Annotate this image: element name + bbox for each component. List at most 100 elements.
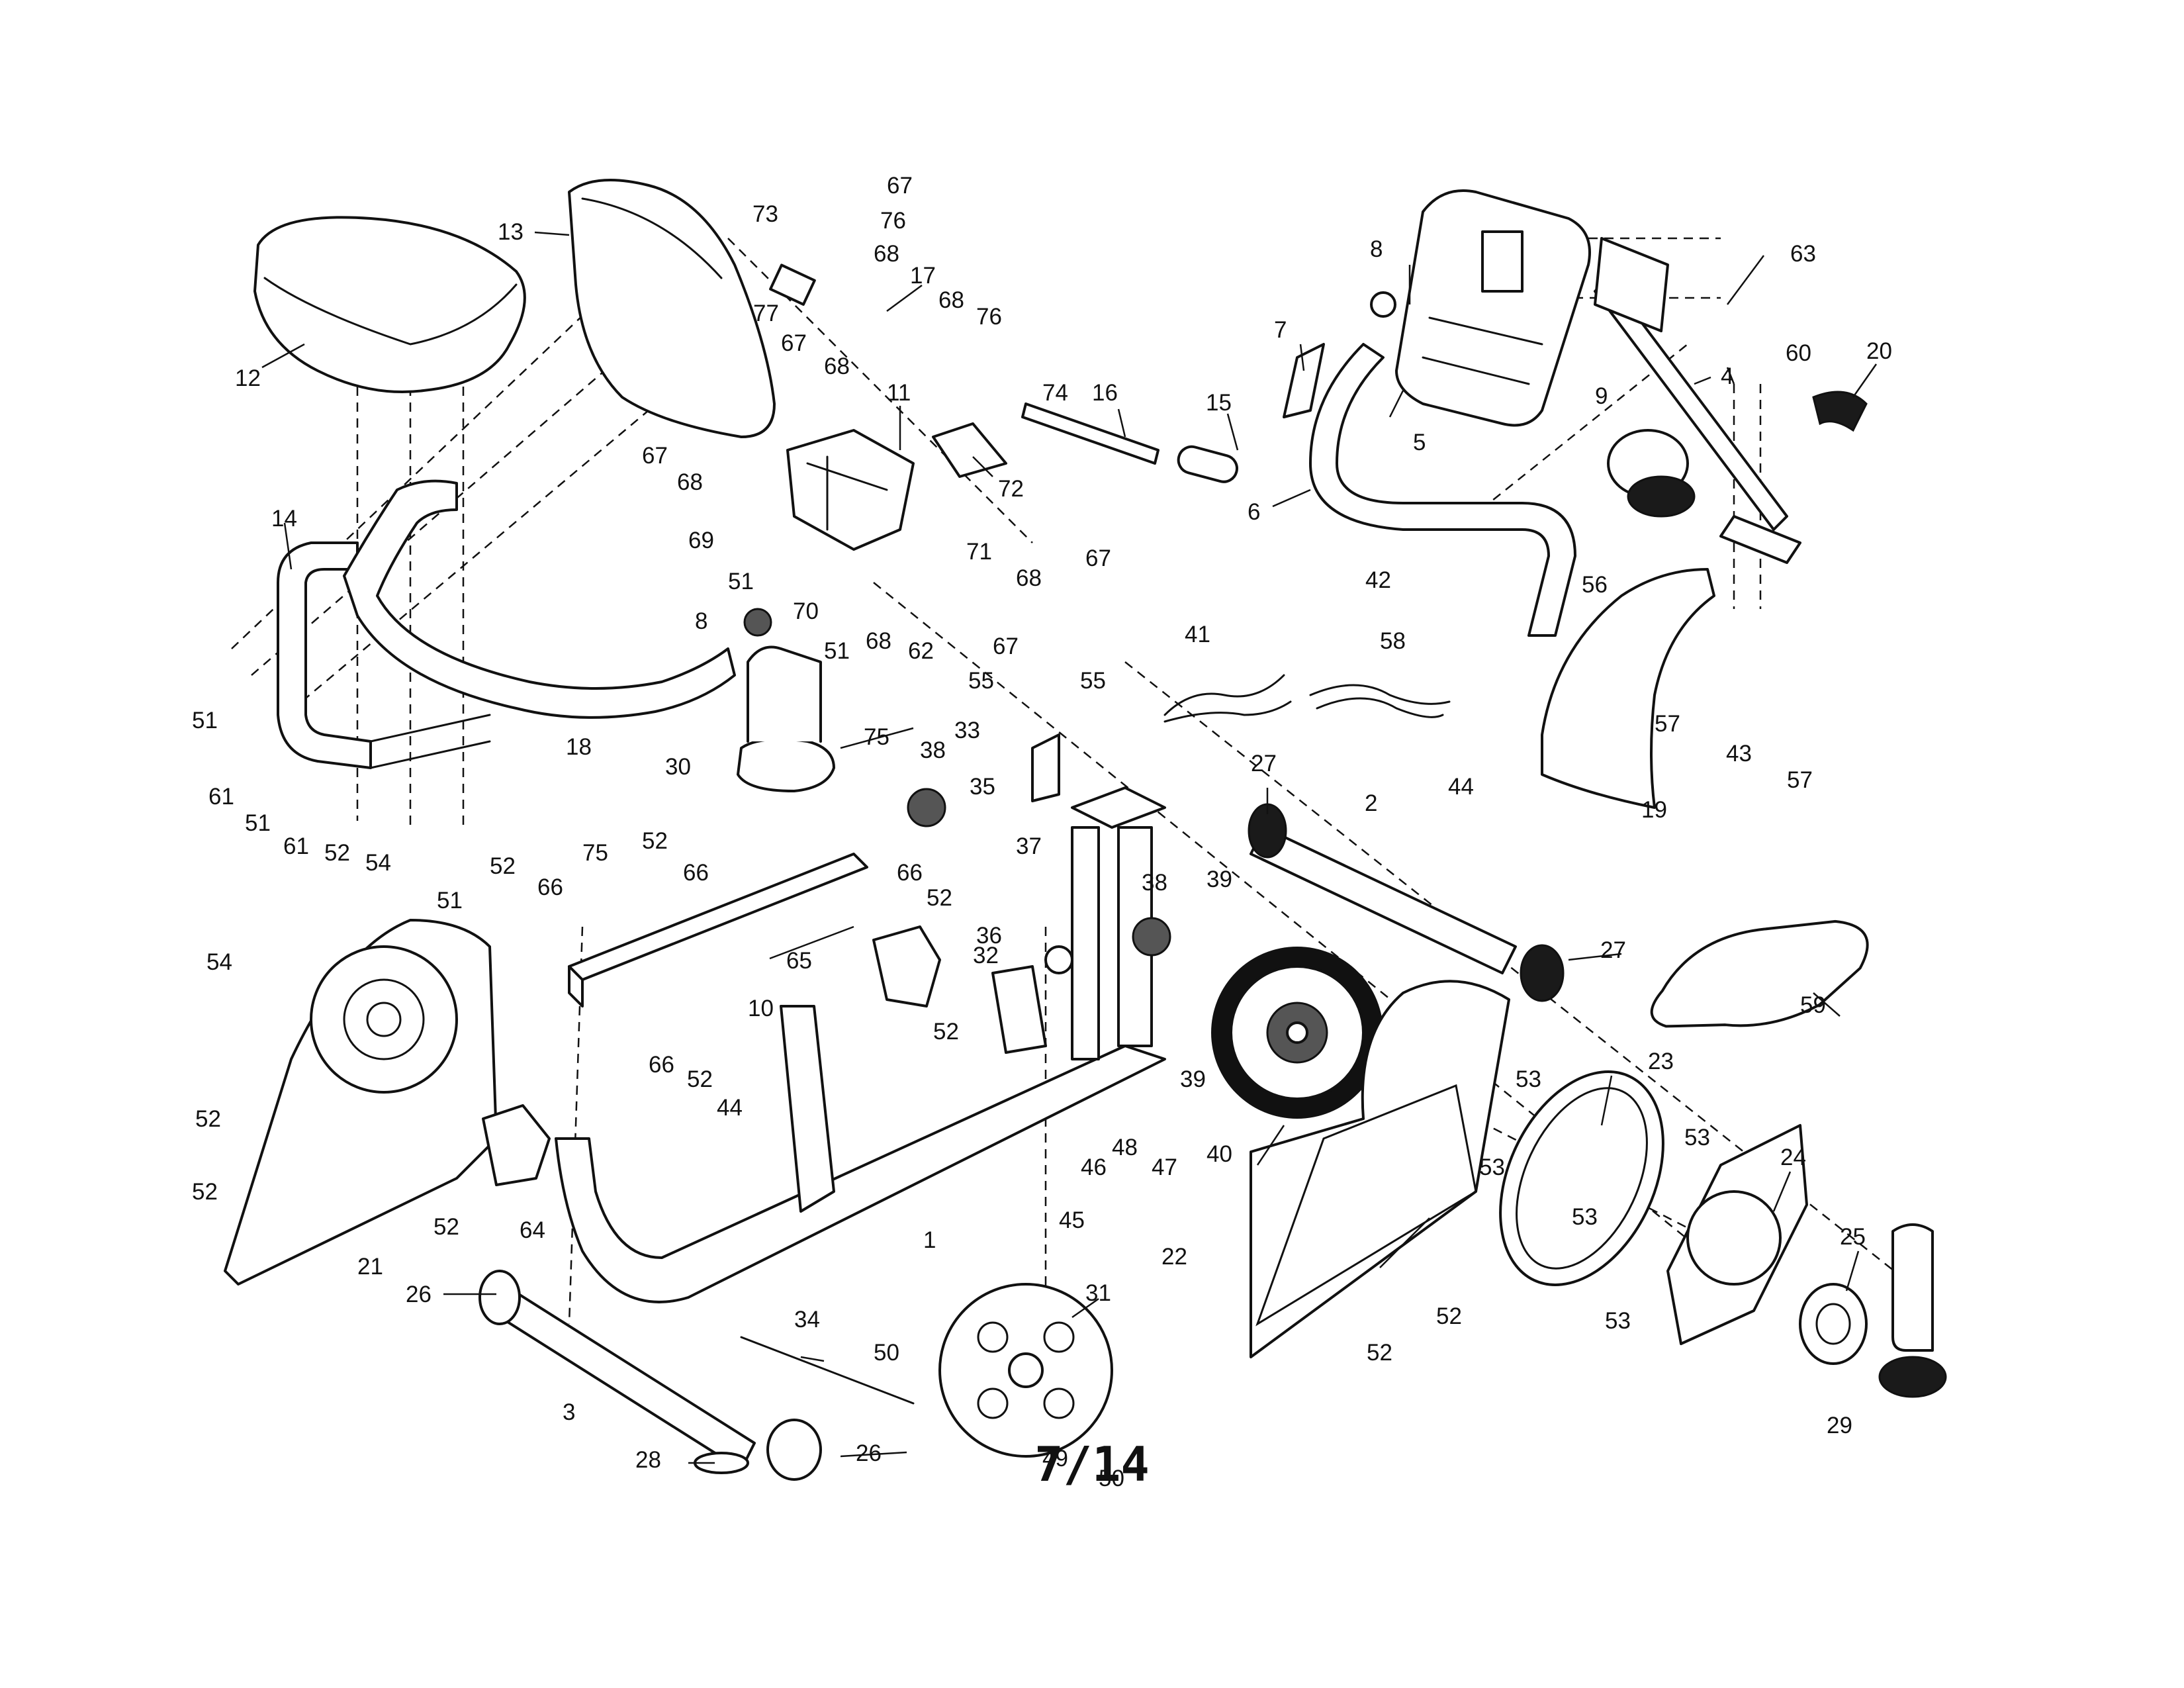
callout-9: 9 bbox=[1595, 383, 1608, 409]
callout-21: 21 bbox=[357, 1254, 383, 1280]
callout-24: 24 bbox=[1780, 1145, 1806, 1170]
page-number: 7/14 bbox=[1034, 1436, 1150, 1492]
callout-7: 7 bbox=[1274, 317, 1287, 343]
pad-72 bbox=[932, 422, 1007, 478]
callout-13: 13 bbox=[498, 219, 523, 245]
callout-leaders bbox=[261, 231, 1878, 1464]
nut-8 bbox=[743, 291, 1396, 637]
callout-51-e: 51 bbox=[824, 638, 850, 664]
callout-69: 69 bbox=[688, 528, 714, 553]
callout-55-right: 55 bbox=[1080, 668, 1106, 694]
callout-8-console: 8 bbox=[1370, 236, 1383, 262]
rear-stabilizer bbox=[478, 1270, 822, 1481]
seat-cushion bbox=[253, 216, 526, 393]
callout-5: 5 bbox=[1413, 430, 1426, 455]
callout-33: 33 bbox=[954, 718, 980, 743]
callout-26-right: 26 bbox=[856, 1440, 882, 1466]
bottle-holder bbox=[1607, 429, 1696, 518]
callout-17: 17 bbox=[910, 263, 936, 289]
front-stabilizer bbox=[1248, 803, 1565, 1002]
seat-backrest bbox=[568, 179, 776, 438]
callout-38-right: 38 bbox=[1142, 870, 1167, 896]
callout-74: 74 bbox=[1042, 380, 1068, 406]
callout-68-d: 68 bbox=[677, 469, 703, 495]
callout-61-b: 61 bbox=[283, 833, 309, 859]
callout-18: 18 bbox=[566, 734, 592, 760]
callout-46: 46 bbox=[1081, 1154, 1107, 1180]
callout-32: 32 bbox=[973, 943, 999, 968]
callout-58: 58 bbox=[1380, 628, 1406, 654]
callout-29: 29 bbox=[1827, 1413, 1852, 1438]
handlebar bbox=[1309, 343, 1576, 637]
callout-66-d: 66 bbox=[649, 1052, 674, 1078]
callout-73: 73 bbox=[752, 201, 778, 227]
callout-42: 42 bbox=[1365, 567, 1391, 593]
callout-66-a: 66 bbox=[683, 860, 709, 886]
callout-54-left: 54 bbox=[206, 949, 232, 975]
callout-67-d: 67 bbox=[1085, 545, 1111, 571]
wire-harnesses bbox=[1163, 674, 1451, 723]
callout-15: 15 bbox=[1206, 390, 1232, 416]
callout-55-left: 55 bbox=[968, 668, 994, 694]
callout-20: 20 bbox=[1866, 338, 1892, 364]
callout-75-top: 75 bbox=[864, 724, 889, 750]
callout-76-top: 76 bbox=[880, 208, 906, 234]
callout-52-c: 52 bbox=[642, 828, 668, 854]
callout-49: 49 bbox=[1042, 1446, 1068, 1472]
callout-68-b: 68 bbox=[938, 287, 964, 313]
callout-70: 70 bbox=[793, 598, 819, 624]
flywheel bbox=[938, 1283, 1113, 1458]
callout-57-right: 57 bbox=[1787, 767, 1813, 793]
callout-25: 25 bbox=[1840, 1224, 1866, 1250]
rear-cover bbox=[872, 925, 941, 1008]
callout-3: 3 bbox=[563, 1399, 575, 1425]
callout-67-a: 67 bbox=[887, 173, 913, 199]
callout-27-right: 27 bbox=[1600, 937, 1626, 963]
callout-52-a: 52 bbox=[324, 840, 350, 866]
callout-53-e: 53 bbox=[1605, 1308, 1631, 1334]
callout-52-j: 52 bbox=[1436, 1303, 1462, 1329]
handle-20 bbox=[1812, 391, 1868, 432]
pedal-right bbox=[1878, 1223, 1947, 1398]
callout-53-c: 53 bbox=[1479, 1154, 1505, 1180]
callout-50-right: 50 bbox=[1099, 1466, 1124, 1491]
callout-12: 12 bbox=[235, 365, 261, 391]
callout-26-left: 26 bbox=[406, 1282, 432, 1307]
callout-53-a: 53 bbox=[1516, 1066, 1541, 1092]
callout-48: 48 bbox=[1112, 1135, 1138, 1160]
callout-43: 43 bbox=[1726, 741, 1752, 767]
callout-56: 56 bbox=[1582, 572, 1608, 598]
idler-bracket bbox=[991, 945, 1073, 1054]
resistance-cable bbox=[740, 1336, 915, 1405]
callout-40: 40 bbox=[1206, 1141, 1232, 1167]
callout-39-top: 39 bbox=[1206, 867, 1232, 892]
callout-51-c: 51 bbox=[437, 888, 463, 914]
callout-8-seat: 8 bbox=[695, 608, 707, 634]
callout-67-c: 67 bbox=[642, 443, 668, 469]
callout-57-left: 57 bbox=[1655, 711, 1680, 737]
callout-51-b: 51 bbox=[245, 810, 271, 836]
bushing-73 bbox=[769, 263, 816, 306]
callout-35: 35 bbox=[970, 774, 995, 800]
callout-67-e: 67 bbox=[993, 633, 1019, 659]
callout-77: 77 bbox=[753, 301, 779, 326]
callout-64: 64 bbox=[520, 1217, 545, 1243]
flywheel-cover bbox=[1666, 1124, 1808, 1345]
callout-52-i: 52 bbox=[433, 1214, 459, 1240]
callout-75-mid: 75 bbox=[582, 840, 608, 866]
console bbox=[1395, 189, 1591, 427]
callout-27-left: 27 bbox=[1251, 751, 1277, 776]
callout-51-a: 51 bbox=[192, 708, 218, 733]
callout-44-left: 44 bbox=[717, 1095, 743, 1121]
callout-14: 14 bbox=[271, 506, 297, 532]
callout-1: 1 bbox=[923, 1227, 936, 1253]
callout-16: 16 bbox=[1092, 380, 1118, 406]
callout-38-left: 38 bbox=[920, 737, 946, 763]
callout-72: 72 bbox=[998, 476, 1024, 502]
callout-31: 31 bbox=[1085, 1280, 1111, 1306]
callout-10: 10 bbox=[748, 996, 774, 1021]
pulley bbox=[1211, 947, 1383, 1119]
callout-52-e: 52 bbox=[687, 1066, 713, 1092]
callout-76-right: 76 bbox=[976, 304, 1002, 330]
callout-labels: 1 2 3 4 5 6 7 8 8 9 10 11 12 13 14 15 16… bbox=[192, 173, 1892, 1491]
